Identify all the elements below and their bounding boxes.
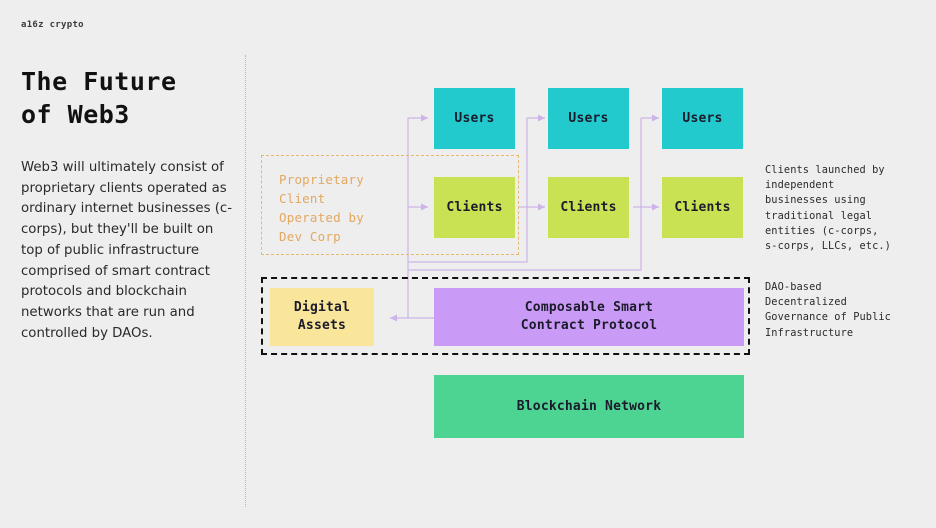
clients-box-2[interactable]: Clients bbox=[548, 177, 629, 238]
proprietary-client-label: Proprietary Client Operated by Dev Corp bbox=[279, 172, 364, 244]
dao-annotation: DAO-based Decentralized Governance of Pu… bbox=[765, 281, 891, 339]
vertical-divider bbox=[245, 55, 246, 507]
users-box-3[interactable]: Users bbox=[662, 88, 743, 149]
blockchain-network-box[interactable]: Blockchain Network bbox=[434, 375, 744, 438]
page-title: The Future of Web3 bbox=[21, 67, 177, 129]
digital-assets-box[interactable]: Digital Assets bbox=[270, 288, 374, 346]
proprietary-client-frame bbox=[261, 155, 519, 255]
smart-contract-protocol-box[interactable]: Composable Smart Contract Protocol bbox=[434, 288, 744, 346]
clients-annotation: Clients launched by independent business… bbox=[765, 164, 891, 253]
clients-box-1[interactable]: Clients bbox=[434, 177, 515, 238]
brand-logo: a16z crypto bbox=[21, 20, 84, 30]
description-paragraph: Web3 will ultimately consist of propriet… bbox=[21, 160, 233, 341]
users-box-1[interactable]: Users bbox=[434, 88, 515, 149]
users-box-2[interactable]: Users bbox=[548, 88, 629, 149]
clients-box-3[interactable]: Clients bbox=[662, 177, 743, 238]
public-infrastructure-frame bbox=[261, 277, 750, 355]
